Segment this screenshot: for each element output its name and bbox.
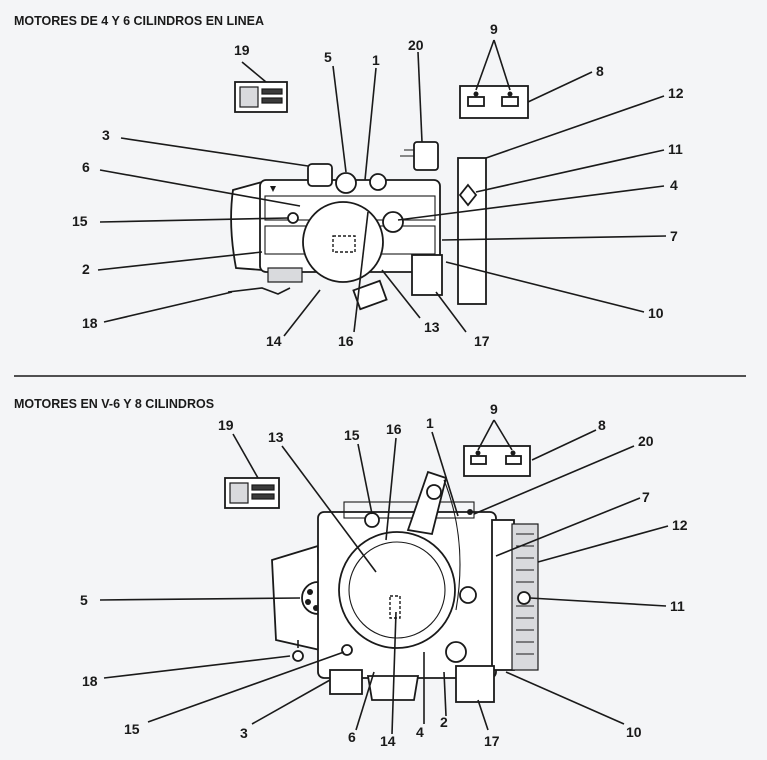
inline-callout-13: 13 [424, 319, 440, 335]
inline-callout-4: 4 [670, 177, 678, 193]
inline-fitting-1 [369, 173, 387, 191]
inline-air-horn [230, 180, 263, 271]
v-callout-1: 1 [426, 415, 434, 431]
inline-mounting-plate [457, 157, 487, 305]
v-callout-18: 18 [82, 673, 98, 689]
inline-callout-10: 10 [648, 305, 664, 321]
v-side-plate [491, 519, 515, 671]
inline-callout-12: 12 [668, 85, 684, 101]
v-callout-15-bottom: 15 [124, 721, 140, 737]
v-callout-12: 12 [672, 517, 688, 533]
connector-19-illustration [234, 81, 288, 113]
v-callout-2: 2 [440, 714, 448, 730]
v-label-card-8-illustration [463, 445, 531, 477]
inline-engine-drawing [227, 81, 529, 311]
inline-callout-8: 8 [596, 63, 604, 79]
inline-callout-9: 9 [490, 21, 498, 37]
v-callout-10: 10 [626, 724, 642, 740]
inline-callout-numbers: 19 5 1 20 9 8 12 3 11 6 4 15 7 2 10 18 1… [72, 21, 684, 349]
inline-callout-19: 19 [234, 42, 250, 58]
v-callout-11: 11 [670, 598, 685, 614]
inline-callout-11: 11 [668, 141, 683, 157]
inline-callout-2: 2 [82, 261, 90, 277]
inline-callout-5: 5 [324, 49, 332, 65]
inline-bracket-17 [411, 254, 443, 296]
v-callout-17: 17 [484, 733, 500, 749]
inline-fitting-3 [307, 163, 333, 187]
inline-callout-17: 17 [474, 333, 490, 349]
inline-solenoid-20 [413, 141, 439, 171]
inline-fitting-5 [335, 172, 357, 194]
v-section-title: MOTORES EN V-6 Y 8 CILINDROS [14, 397, 214, 411]
v-callout-7: 7 [642, 489, 650, 505]
v-callout-16: 16 [386, 421, 402, 437]
v-callout-numbers: 9 19 16 1 8 13 15 20 7 12 5 11 18 15 3 2… [80, 401, 688, 749]
v-callout-4: 4 [416, 724, 424, 740]
v-callout-13: 13 [268, 429, 284, 445]
inline-section-title: MOTORES DE 4 Y 6 CILINDROS EN LINEA [14, 14, 264, 28]
v-lower-block-3 [329, 669, 363, 695]
v-leader-lines [99, 419, 669, 735]
v-round-cover [338, 531, 456, 649]
inline-leader-lines [97, 39, 667, 337]
v-connector-19-illustration [224, 477, 280, 509]
inline-callout-16: 16 [338, 333, 354, 349]
inline-callout-1: 1 [372, 52, 380, 68]
inline-tab-16 [352, 279, 388, 311]
v-callout-15-top: 15 [344, 427, 360, 443]
v-callout-20: 20 [638, 433, 654, 449]
inline-callout-15: 15 [72, 213, 88, 229]
inline-callout-18: 18 [82, 315, 98, 331]
inline-round-cover [302, 201, 384, 283]
inline-callout-20: 20 [408, 37, 424, 53]
v-callout-5: 5 [80, 592, 88, 608]
v-callout-9: 9 [490, 401, 498, 417]
v-callout-14: 14 [380, 733, 396, 749]
v-callout-3: 3 [240, 725, 248, 741]
v-engine-drawing [224, 445, 539, 703]
v-bracket-17 [455, 665, 495, 703]
v-callout-8: 8 [598, 417, 606, 433]
v-callout-6: 6 [348, 729, 356, 745]
inline-callout-6: 6 [82, 159, 90, 175]
inline-callout-14: 14 [266, 333, 282, 349]
inline-callout-7: 7 [670, 228, 678, 244]
v-callout-19: 19 [218, 417, 234, 433]
label-card-8-illustration [459, 85, 529, 119]
inline-callout-3: 3 [102, 127, 110, 143]
